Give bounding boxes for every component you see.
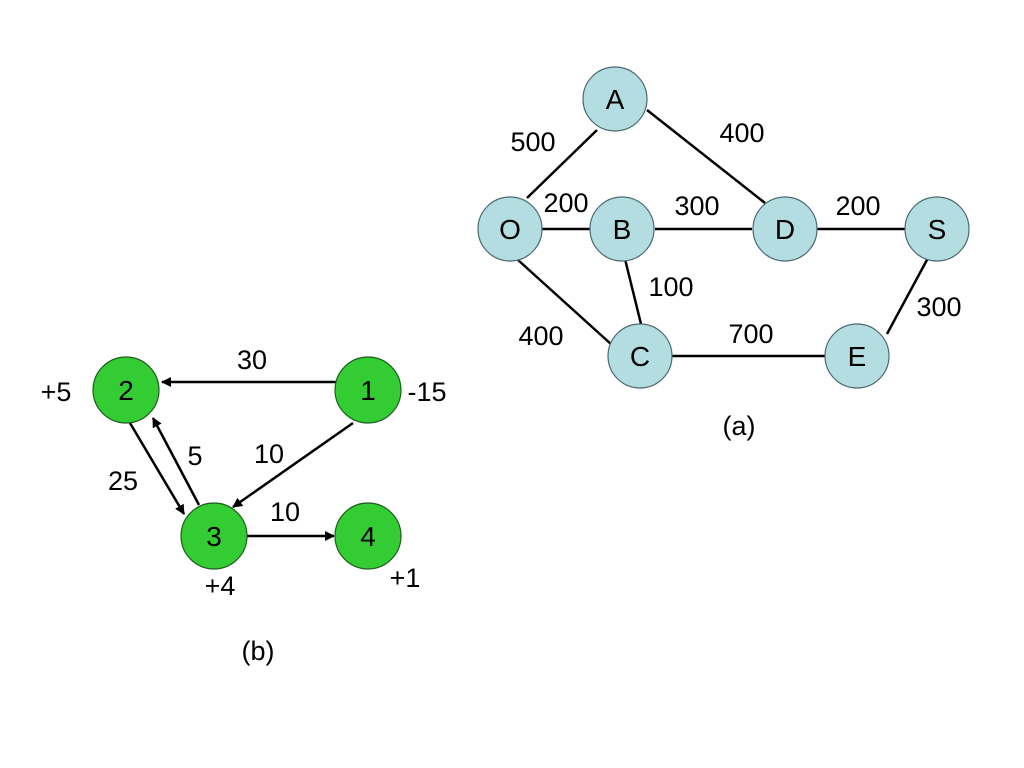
svg-text:D: D <box>775 214 795 245</box>
arc-3-2 <box>151 417 201 506</box>
edge-O-A <box>526 129 598 199</box>
graph-b: 30 10 25 5 10 1 2 3 4 -1 <box>41 345 447 666</box>
graph-a: 500 400 200 300 200 100 400 700 300 A O … <box>477 66 970 441</box>
supply-label-4: +1 <box>390 563 421 593</box>
edge-weight-B-D: 300 <box>674 191 719 221</box>
graph-node-O: O <box>477 196 543 262</box>
arc-weight-3-4: 10 <box>270 497 300 527</box>
arc-2-3 <box>128 422 186 515</box>
graph-node-A: A <box>582 66 648 132</box>
edge-weight-O-A: 500 <box>510 127 555 157</box>
graph-node-4: 4 <box>334 502 402 570</box>
graph-b-arc-weights: 30 10 25 5 10 <box>108 345 300 527</box>
graph-b-supply-labels: -15 +5 +4 +1 <box>41 377 447 601</box>
graph-node-D: D <box>752 196 818 262</box>
graph-b-caption: (b) <box>242 636 275 666</box>
edge-weight-D-S: 200 <box>835 191 880 221</box>
supply-label-2: +5 <box>41 377 72 407</box>
graph-node-S: S <box>904 196 970 262</box>
graph-b-arcs <box>128 377 354 541</box>
svg-text:S: S <box>928 214 947 245</box>
graph-node-1: 1 <box>334 356 402 424</box>
svg-text:E: E <box>848 341 867 372</box>
graph-node-3: 3 <box>180 502 248 570</box>
arc-weight-2-3: 25 <box>108 466 138 496</box>
supply-label-1: -15 <box>407 377 446 407</box>
edge-weight-O-B: 200 <box>543 188 588 218</box>
svg-text:B: B <box>613 214 632 245</box>
edge-S-E <box>885 257 930 335</box>
graph-node-B: B <box>589 196 655 262</box>
svg-text:3: 3 <box>206 521 222 552</box>
arc-weight-1-2: 30 <box>237 345 267 375</box>
graph-node-2: 2 <box>92 356 160 424</box>
edge-weight-O-C: 400 <box>518 321 563 351</box>
graph-a-edges <box>517 109 930 358</box>
arc-1-3 <box>232 421 354 509</box>
edge-O-C <box>517 259 613 346</box>
svg-text:C: C <box>630 341 650 372</box>
svg-text:2: 2 <box>118 375 134 406</box>
graph-node-E: E <box>824 323 890 389</box>
graph-a-nodes: A O B D S C E <box>477 66 970 389</box>
graph-a-edge-weights: 500 400 200 300 200 100 400 700 300 <box>510 118 961 351</box>
supply-label-3: +4 <box>205 571 236 601</box>
edge-B-C <box>623 258 643 325</box>
edge-weight-C-E: 700 <box>728 319 773 349</box>
arc-weight-1-3: 10 <box>254 439 284 469</box>
svg-text:O: O <box>499 214 521 245</box>
edge-weight-B-C: 100 <box>648 272 693 302</box>
graph-node-C: C <box>607 323 673 389</box>
edge-A-D <box>646 109 766 204</box>
svg-text:1: 1 <box>360 375 376 406</box>
arc-weight-3-2: 5 <box>187 441 202 471</box>
graph-a-caption: (a) <box>723 411 756 441</box>
edge-weight-S-E: 300 <box>916 292 961 322</box>
svg-text:4: 4 <box>360 521 376 552</box>
edge-weight-A-D: 400 <box>719 118 764 148</box>
svg-text:A: A <box>606 84 625 115</box>
graph-b-nodes: 1 2 3 4 <box>92 356 402 570</box>
